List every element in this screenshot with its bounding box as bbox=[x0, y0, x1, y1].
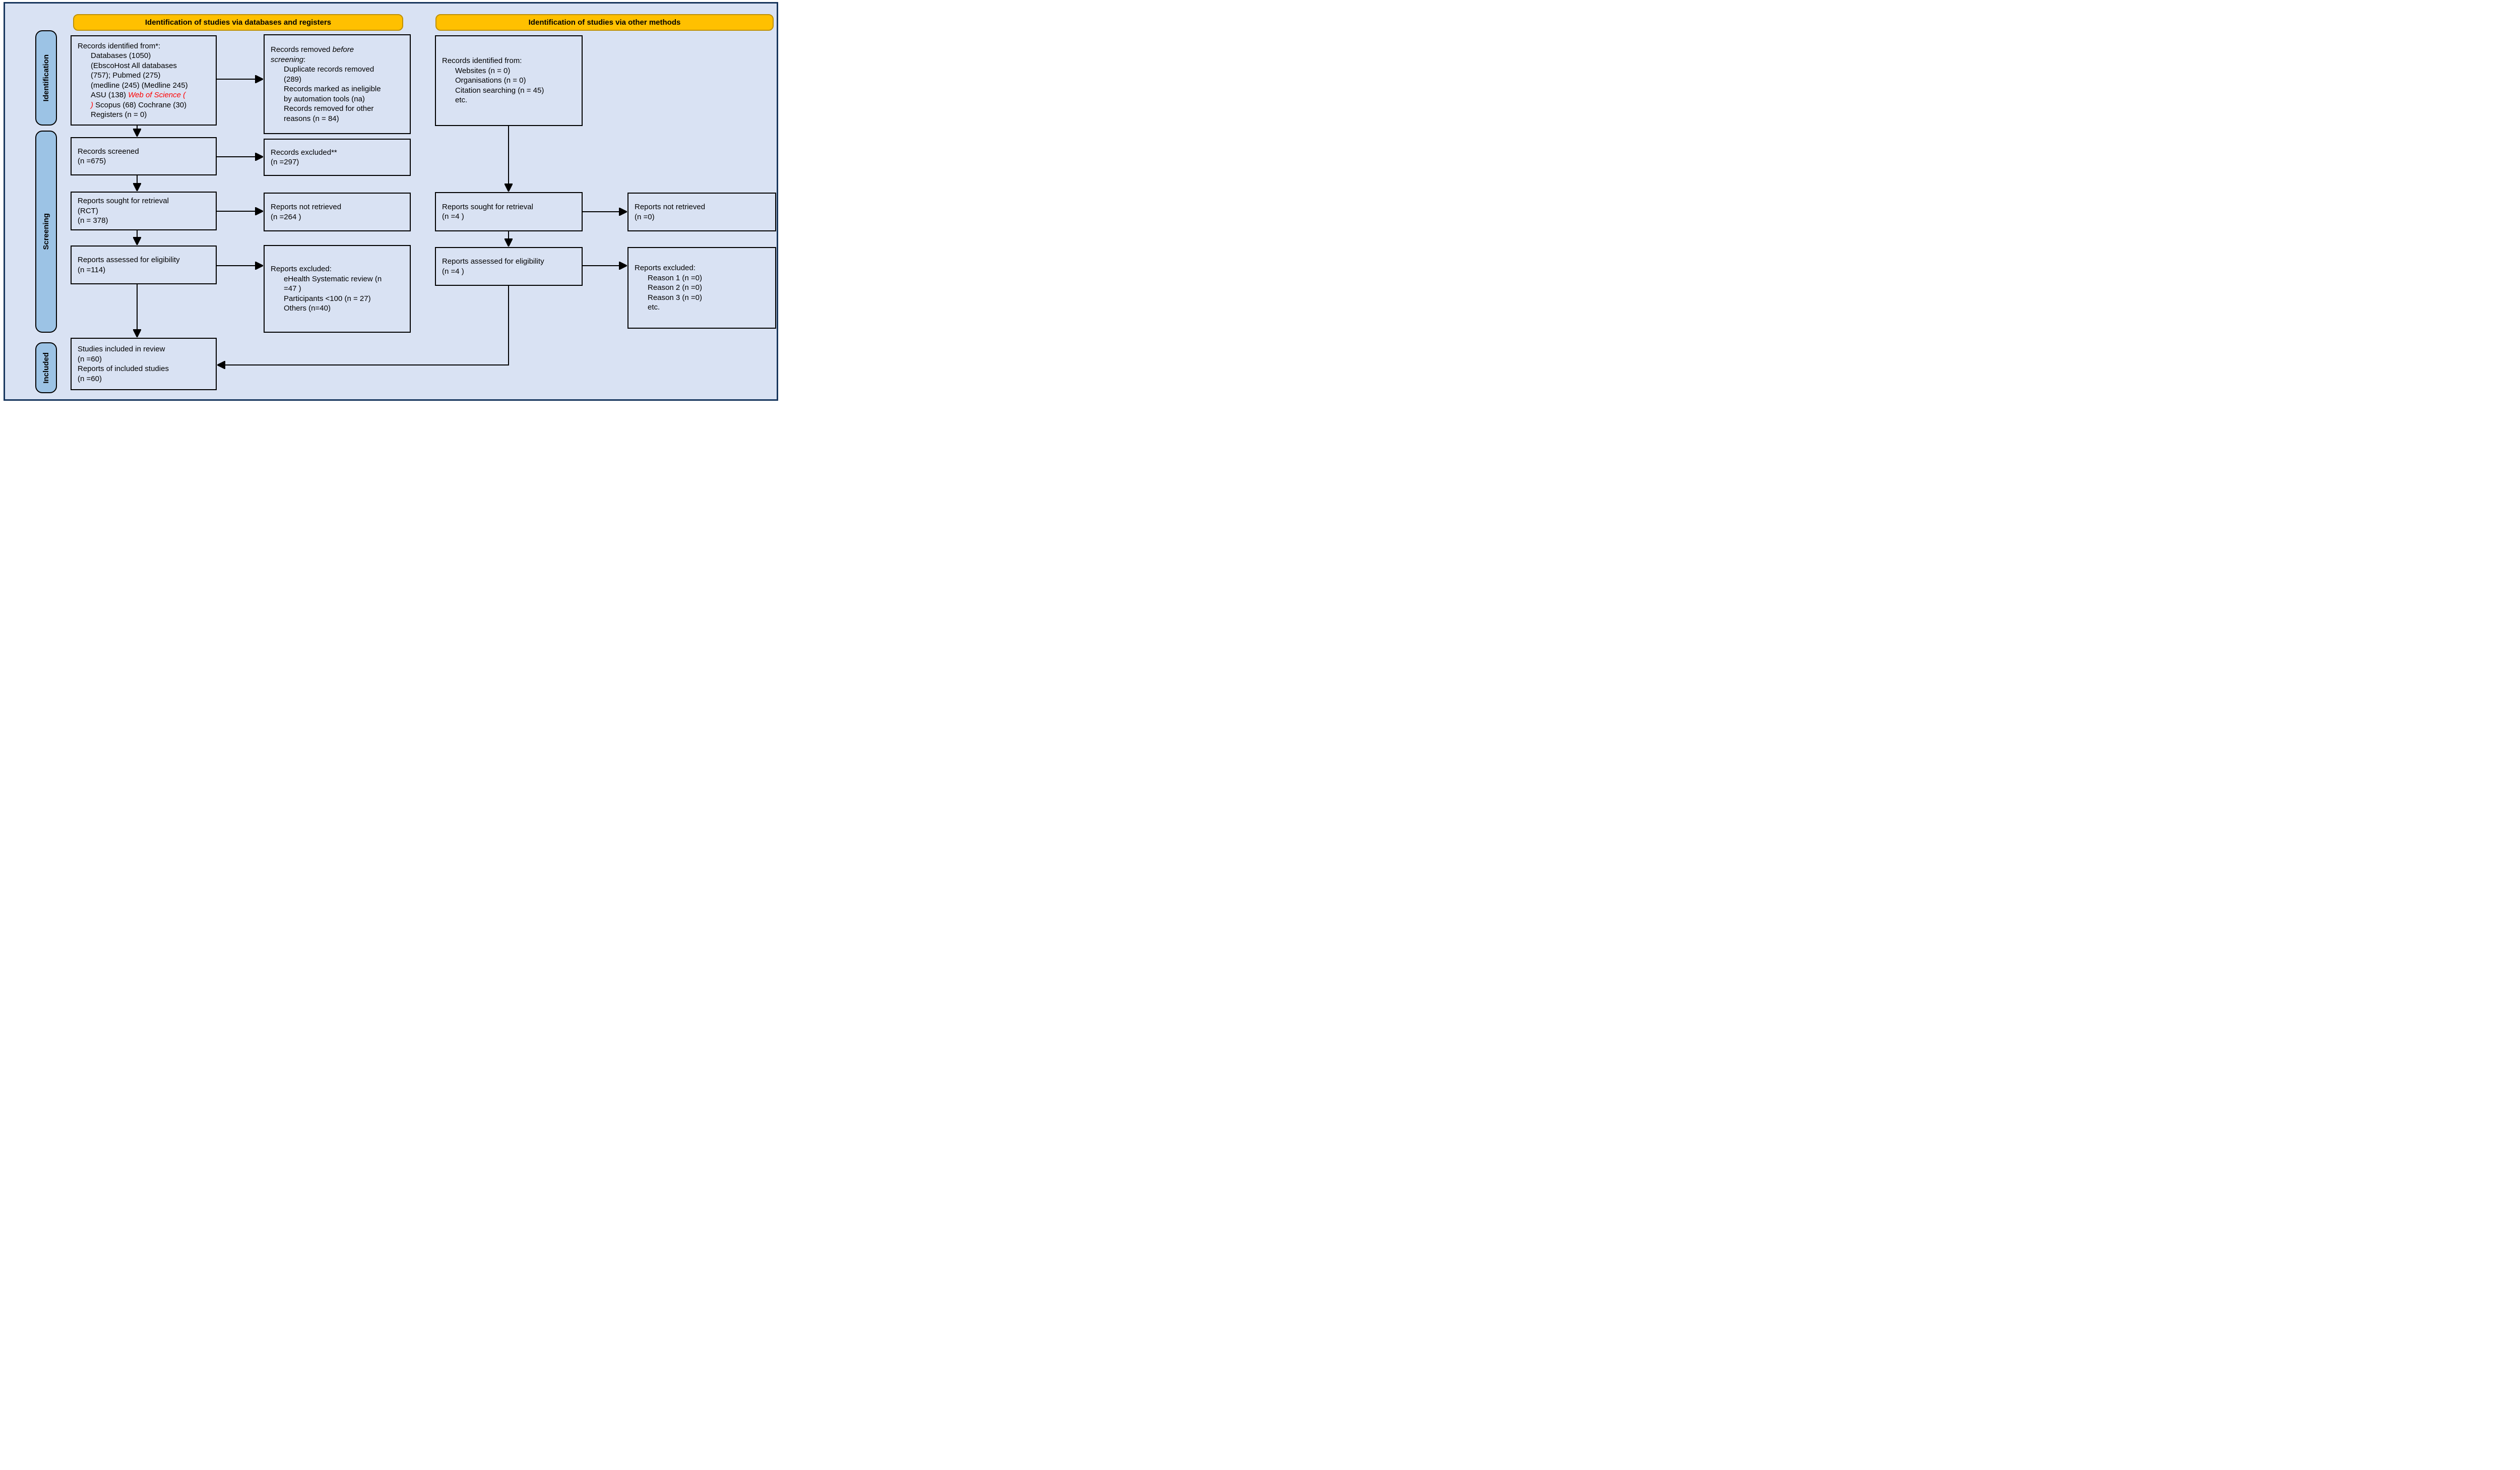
reports-assessed-count: (n =114) bbox=[78, 265, 106, 274]
records-removed-detail: Duplicate records removed (289) Records … bbox=[271, 65, 406, 124]
reports-assessed-label: Reports assessed for eligibility bbox=[78, 256, 180, 264]
box-records-identified-other: Records identified from: Websites (n = 0… bbox=[435, 35, 583, 126]
studies-included-label: Studies included in review bbox=[78, 345, 165, 353]
line-databases-count: Databases (1050) bbox=[91, 51, 151, 60]
box-studies-included: Studies included in review (n =60) Repor… bbox=[71, 338, 217, 390]
other-identified-intro: Records identified from: bbox=[442, 56, 522, 66]
scopus-text: Scopus (68) Cochrane (30) bbox=[95, 100, 187, 109]
reasons-etc-line: etc. bbox=[648, 303, 660, 312]
records-excluded-count: (n =297) bbox=[271, 158, 299, 166]
stage-included: Included bbox=[35, 342, 57, 393]
header-banner-other-methods-label: Identification of studies via other meth… bbox=[528, 18, 681, 27]
automation-ineligible-line: Records marked as ineligible by automati… bbox=[284, 85, 381, 103]
box-reports-assessed-other: Reports assessed for eligibility (n =4 ) bbox=[435, 247, 583, 286]
reports-assessed-other-label: Reports assessed for eligibility bbox=[442, 257, 544, 266]
records-excluded-label: Records excluded** bbox=[271, 148, 337, 157]
etc-line: etc. bbox=[455, 96, 468, 105]
reports-sought-label: Reports sought for retrieval bbox=[78, 197, 169, 206]
header-banner-databases-label: Identification of studies via databases … bbox=[145, 18, 332, 27]
websites-line: Websites (n = 0) bbox=[455, 66, 511, 75]
box-reports-excluded-databases: Reports excluded: eHealth Systematic rev… bbox=[264, 245, 411, 333]
records-removed-colon: : bbox=[303, 55, 306, 64]
other-reasons-line: Records removed for other reasons (n = 8… bbox=[284, 104, 374, 123]
duplicates-removed-line: Duplicate records removed (289) bbox=[284, 65, 374, 84]
organisations-line: Organisations (n = 0) bbox=[455, 76, 526, 85]
box-records-screened: Records screened (n =675) bbox=[71, 137, 217, 175]
not-retrieved-label: Reports not retrieved bbox=[271, 203, 342, 211]
asu-text: ASU (138) bbox=[91, 91, 129, 99]
prisma-flow-diagram: Identification of studies via databases … bbox=[0, 0, 785, 411]
web-of-science-red-text: Web of Science ( bbox=[128, 91, 186, 99]
before-screening-italic-text: before screening bbox=[271, 45, 354, 64]
others-line: Others (n=40) bbox=[284, 304, 331, 313]
line-pubmed: (757); Pubmed (275) bbox=[91, 71, 161, 80]
box-records-excluded: Records excluded** (n =297) bbox=[264, 139, 411, 176]
not-retrieved-count: (n =264 ) bbox=[271, 212, 301, 221]
reports-excluded-other-detail: Reason 1 (n =0) Reason 2 (n =0) Reason 3… bbox=[635, 273, 771, 313]
reports-excluded-detail: eHealth Systematic review (n =47 ) Parti… bbox=[271, 274, 406, 314]
ehealth-review-line: eHealth Systematic review (n =47 ) bbox=[284, 274, 382, 293]
box-records-identified-databases: Records identified from*: Databases (105… bbox=[71, 35, 217, 126]
stage-identification: Identification bbox=[35, 30, 57, 126]
header-banner-databases: Identification of studies via databases … bbox=[73, 14, 403, 31]
line-scopus-cochrane: ) Scopus (68) Cochrane (30) bbox=[91, 100, 212, 110]
reason2-line: Reason 2 (n =0) bbox=[648, 283, 702, 292]
reports-assessed-other-count: (n =4 ) bbox=[442, 267, 464, 276]
records-identified-detail: Databases (1050) (EbscoHost All database… bbox=[78, 51, 212, 120]
reports-included-count: (n =60) bbox=[78, 374, 102, 383]
stage-included-label: Included bbox=[42, 352, 50, 384]
reason1-line: Reason 1 (n =0) bbox=[648, 273, 702, 282]
box-reports-sought-other: Reports sought for retrieval (n =4 ) bbox=[435, 192, 583, 231]
line-medline: (medline (245) (Medline 245) bbox=[91, 81, 188, 90]
box-reports-not-retrieved-databases: Reports not retrieved (n =264 ) bbox=[264, 193, 411, 231]
stage-identification-label: Identification bbox=[42, 54, 50, 102]
not-retrieved-other-count: (n =0) bbox=[635, 212, 655, 221]
citation-searching-line: Citation searching (n = 45) bbox=[455, 86, 544, 95]
reports-sought-rct: (RCT) bbox=[78, 206, 98, 215]
studies-included-count: (n =60) bbox=[78, 354, 102, 363]
box-reports-assessed-databases: Reports assessed for eligibility (n =114… bbox=[71, 246, 217, 284]
reports-sought-other-count: (n =4 ) bbox=[442, 212, 464, 221]
header-banner-other-methods: Identification of studies via other meth… bbox=[435, 14, 774, 31]
records-identified-intro: Records identified from*: bbox=[78, 41, 161, 50]
red-paren-text: ) bbox=[91, 100, 96, 109]
reports-excluded-other-intro: Reports excluded: bbox=[635, 264, 696, 273]
records-screened-label: Records screened bbox=[78, 147, 139, 156]
box-reports-sought-databases: Reports sought for retrieval (RCT) (n = … bbox=[71, 192, 217, 230]
participants-line: Participants <100 (n = 27) bbox=[284, 294, 371, 303]
line-ebscohost: (EbscoHost All databases bbox=[91, 61, 177, 70]
box-reports-excluded-other: Reports excluded: Reason 1 (n =0) Reason… bbox=[627, 247, 776, 329]
reports-included-label: Reports of included studies bbox=[78, 364, 169, 373]
not-retrieved-other-label: Reports not retrieved bbox=[635, 203, 706, 211]
box-records-removed: Records removed before screening: Duplic… bbox=[264, 34, 411, 134]
records-removed-intro: Records removed before screening: bbox=[271, 45, 406, 65]
reason3-line: Reason 3 (n =0) bbox=[648, 293, 702, 302]
stage-screening-label: Screening bbox=[42, 213, 50, 250]
reports-sought-count: (n = 378) bbox=[78, 216, 108, 225]
stage-screening: Screening bbox=[35, 131, 57, 333]
other-identified-detail: Websites (n = 0) Organisations (n = 0) C… bbox=[442, 66, 578, 105]
line-asu-wos: ASU (138) Web of Science ( bbox=[91, 90, 212, 100]
line-registers: Registers (n = 0) bbox=[91, 110, 147, 119]
box-reports-not-retrieved-other: Reports not retrieved (n =0) bbox=[627, 193, 776, 231]
records-screened-count: (n =675) bbox=[78, 157, 106, 165]
reports-sought-other-label: Reports sought for retrieval bbox=[442, 202, 533, 211]
records-removed-text: Records removed bbox=[271, 45, 333, 54]
reports-excluded-intro: Reports excluded: bbox=[271, 265, 332, 274]
